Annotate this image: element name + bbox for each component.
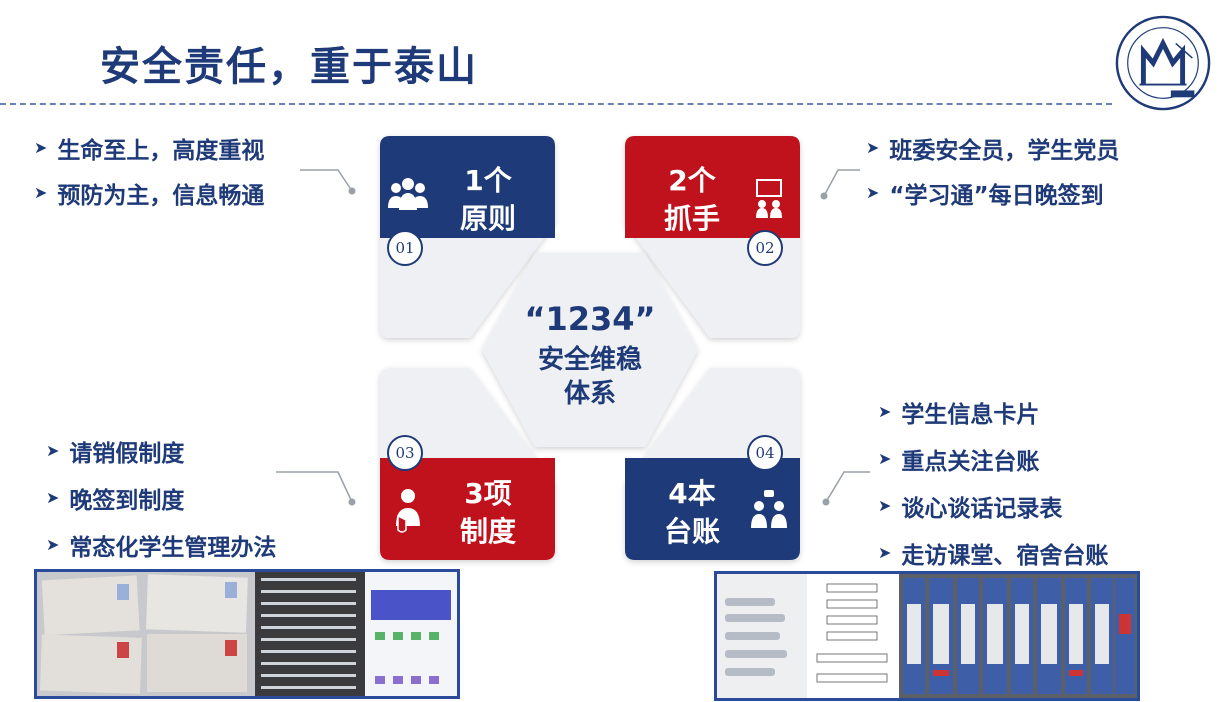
quadrant-4-line1: 4本 — [668, 477, 715, 510]
quadrant-4-band — [625, 458, 800, 560]
title-divider — [0, 103, 1112, 105]
number-badge-text: 03 — [395, 444, 414, 462]
ledger-binders-photo-collage — [714, 571, 1140, 701]
arrow-icon: ➤ — [878, 402, 892, 421]
quadrant-4-tile — [625, 368, 800, 560]
number-badge-04: 04 — [747, 435, 783, 471]
arrow-icon: ➤ — [46, 488, 60, 507]
arrow-icon: ➤ — [878, 543, 892, 562]
list-item: ➤ 请销假制度 — [46, 427, 276, 474]
conversation-icon — [751, 490, 787, 528]
list-item-text: 学生信息卡片 — [901, 401, 1040, 428]
number-badge-01: 01 — [387, 230, 423, 266]
person-shield-icon — [396, 489, 420, 533]
quadrant-3-line2: 制度 — [460, 515, 516, 548]
quadrant-2-line2: 抓手 — [664, 202, 720, 235]
number-badge-text: 01 — [395, 239, 414, 257]
center-hexagon: “1234” 安全维稳 体系 — [482, 253, 698, 447]
quadrant-1-band — [380, 136, 555, 238]
list-item: ➤ 班委安全员，学生党员 — [866, 125, 1119, 170]
arrow-icon: ➤ — [866, 138, 880, 157]
number-badge-02: 02 — [747, 230, 783, 266]
list-item-text: 请销假制度 — [69, 440, 185, 467]
center-subtitle-2: 体系 — [564, 379, 616, 409]
list-item: ➤ 重点关注台账 — [878, 435, 1108, 482]
quadrant-1-line2: 原则 — [460, 202, 516, 235]
list-item-text: 晚签到制度 — [69, 487, 185, 514]
photo-collage-graphic — [717, 574, 1137, 698]
center-title: “1234” — [524, 300, 655, 338]
bottom-right-list: ➤ 学生信息卡片 ➤ 重点关注台账 ➤ 谈心谈话记录表 ➤ 走访课堂、宿舍台账 — [878, 388, 1108, 576]
quadrant-1-line1: 1个 — [464, 164, 512, 197]
list-item: ➤ 学生信息卡片 — [878, 388, 1108, 435]
list-item: ➤ 谈心谈话记录表 — [878, 482, 1108, 529]
quadrant-2-line1: 2个 — [668, 164, 716, 197]
quadrant-2-band — [625, 136, 800, 238]
security-system-graphic: “1234” 安全维稳 体系 1个 原则 01 2个 抓手 02 03 3项 制… — [380, 136, 800, 560]
list-item: ➤ 预防为主，信息畅通 — [34, 170, 264, 215]
center-subtitle: 安全维稳 — [538, 344, 642, 375]
list-item: ➤ 走访课堂、宿舍台账 — [878, 529, 1108, 576]
page-title: 安全责任，重于泰山 — [100, 44, 478, 90]
quadrant-3-tile — [380, 368, 555, 560]
list-item-text: “学习通”每日晚签到 — [889, 182, 1104, 209]
number-badge-03: 03 — [387, 435, 423, 471]
list-item: ➤ 生命至上，高度重视 — [34, 125, 264, 170]
number-badge-text: 02 — [755, 239, 774, 257]
arrow-icon: ➤ — [34, 138, 48, 157]
arrow-icon: ➤ — [878, 449, 892, 468]
presentation-icon — [756, 179, 782, 219]
list-item-text: 预防为主，信息畅通 — [57, 182, 265, 209]
arrow-icon: ➤ — [34, 183, 48, 202]
list-item: ➤ 晚签到制度 — [46, 474, 276, 521]
list-item-text: 班委安全员，学生党员 — [889, 137, 1120, 164]
school-logo — [1115, 15, 1211, 111]
bottom-left-list: ➤ 请销假制度 ➤ 晚签到制度 ➤ 常态化学生管理办法 — [46, 427, 276, 568]
quadrant-3-line1: 3项 — [464, 477, 511, 510]
top-right-list: ➤ 班委安全员，学生党员 ➤ “学习通”每日晚签到 — [866, 125, 1119, 215]
team-icon — [388, 178, 428, 210]
list-item-text: 生命至上，高度重视 — [57, 137, 265, 164]
student-cards-photo-collage — [34, 569, 460, 699]
list-item: ➤ “学习通”每日晚签到 — [866, 170, 1119, 215]
list-item-text: 走访课堂、宿舍台账 — [901, 542, 1109, 569]
list-item: ➤ 常态化学生管理办法 — [46, 521, 276, 568]
quadrant-3-band — [380, 458, 555, 560]
top-left-list: ➤ 生命至上，高度重视 ➤ 预防为主，信息畅通 — [34, 125, 264, 215]
list-item-text: 谈心谈话记录表 — [901, 495, 1063, 522]
number-badge-text: 04 — [755, 444, 774, 462]
arrow-icon: ➤ — [46, 535, 60, 554]
quadrant-4-line2: 台账 — [664, 515, 720, 548]
list-item-text: 重点关注台账 — [901, 448, 1040, 475]
arrow-icon: ➤ — [46, 441, 60, 460]
photo-collage-graphic — [37, 572, 457, 696]
list-item-text: 常态化学生管理办法 — [69, 534, 277, 561]
arrow-icon: ➤ — [878, 496, 892, 515]
arrow-icon: ➤ — [866, 183, 880, 202]
